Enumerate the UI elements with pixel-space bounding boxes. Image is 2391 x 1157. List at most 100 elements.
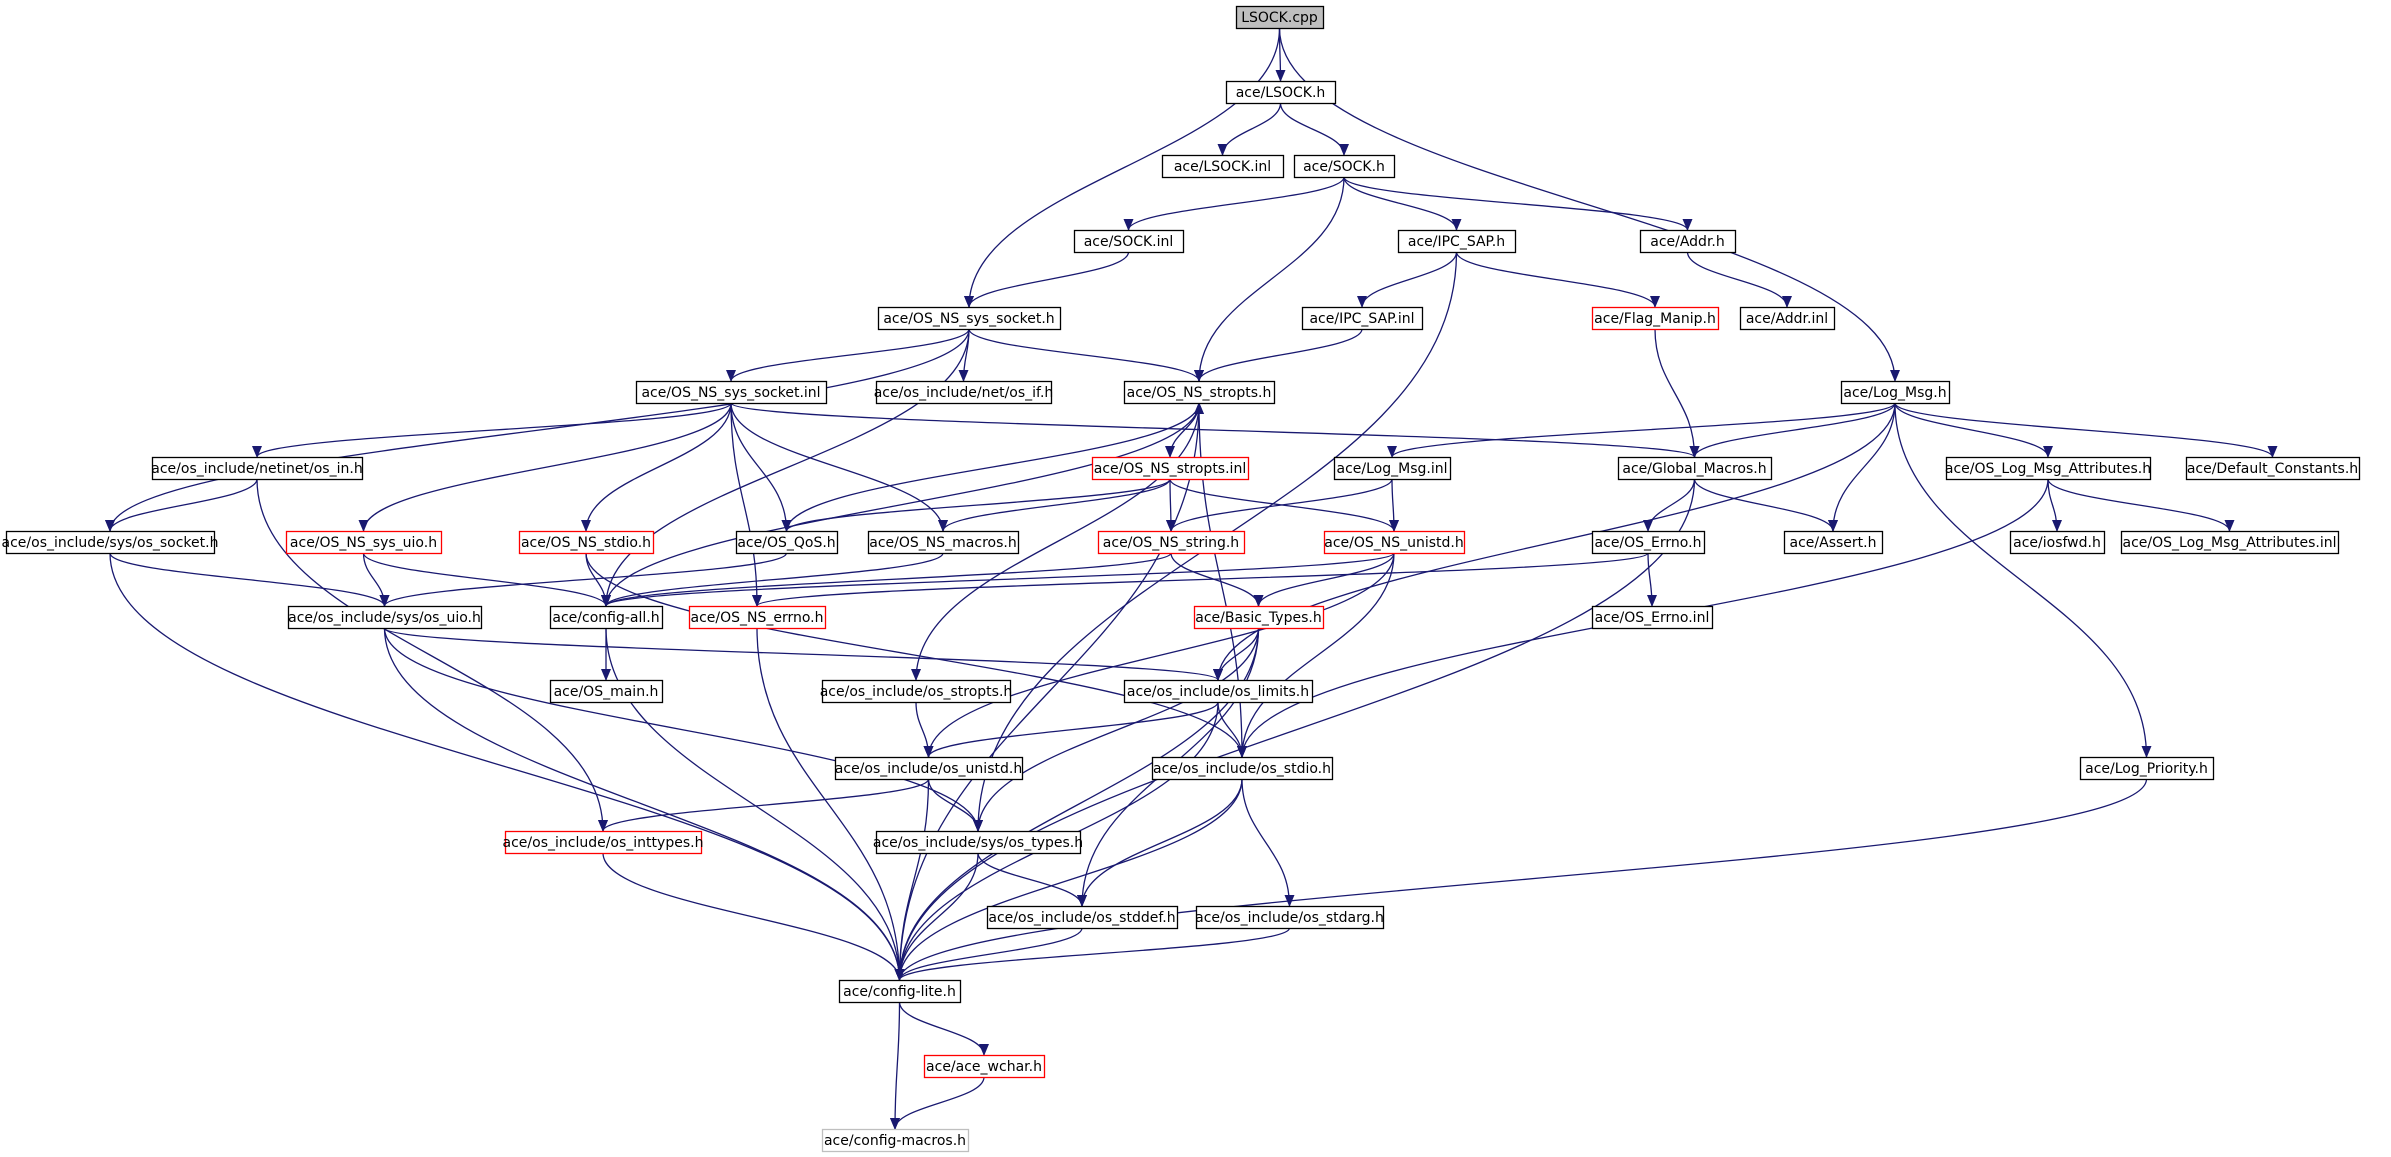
node-flag_manip_h[interactable]: ace/Flag_Manip.h <box>1591 306 1720 331</box>
node-basic_types_h[interactable]: ace/Basic_Types.h <box>1193 605 1325 630</box>
node-label: ace/os_include/os_unistd.h <box>835 761 1022 777</box>
edge-sys_os_uio_h-to-config_lite_h <box>383 627 905 981</box>
node-log_msg_inl[interactable]: ace/Log_Msg.inl <box>1333 456 1452 481</box>
node-label: ace/OS_NS_stdio.h <box>521 535 651 551</box>
node-default_constants_h[interactable]: ace/Default_Constants.h <box>2185 456 2361 481</box>
edge-sys_os_socket_h-to-sys_os_uio_h <box>109 552 390 607</box>
node-label: ace/Assert.h <box>1790 535 1877 551</box>
node-net_os_if_h[interactable]: ace/os_include/net/os_if.h <box>874 380 1054 405</box>
edge-os_stropts_h-to-os_unistd_h <box>915 701 934 758</box>
node-box <box>285 530 443 555</box>
node-os_inttypes_h[interactable]: ace/os_include/os_inttypes.h <box>503 830 704 855</box>
node-config_lite_h[interactable]: ace/config-lite.h <box>838 979 962 1004</box>
node-addr_inl[interactable]: ace/Addr.inl <box>1739 306 1836 331</box>
edge-netinet_os_in_h-to-os_inttypes_h <box>256 478 608 832</box>
edge-config_all_h-to-os_ns_stropts_h <box>605 402 1204 607</box>
node-label: ace/os_include/sys/os_socket.h <box>2 535 219 551</box>
node-os_log_msg_attributes_h[interactable]: ace/OS_Log_Msg_Attributes.h <box>1945 456 2152 481</box>
node-config_macros_h[interactable]: ace/config-macros.h <box>821 1128 970 1153</box>
node-sys_os_types_h[interactable]: ace/os_include/sys/os_types.h <box>873 830 1083 855</box>
node-label: ace/OS_main.h <box>554 684 659 700</box>
node-box <box>875 830 1082 855</box>
node-sock_h[interactable]: ace/SOCK.h <box>1293 154 1396 179</box>
node-ipc_sap_h[interactable]: ace/IPC_SAP.h <box>1397 229 1517 254</box>
node-label: ace/Log_Priority.h <box>2085 761 2208 777</box>
node-label: ace/OS_NS_macros.h <box>869 535 1016 551</box>
node-ipc_sap_inl[interactable]: ace/IPC_SAP.inl <box>1301 306 1424 331</box>
node-addr_h[interactable]: ace/Addr.h <box>1639 229 1737 254</box>
node-os_ns_unistd_h[interactable]: ace/OS_NS_unistd.h <box>1323 530 1466 555</box>
node-sys_os_uio_h[interactable]: ace/os_include/sys/os_uio.h <box>287 605 483 630</box>
node-os_stdarg_h[interactable]: ace/os_include/os_stdarg.h <box>1195 905 1385 930</box>
node-os_ns_stdio_h[interactable]: ace/OS_NS_stdio.h <box>518 530 655 555</box>
node-os_errno_h[interactable]: ace/OS_Errno.h <box>1591 530 1706 555</box>
node-label: ace/OS_NS_sys_socket.h <box>883 311 1054 327</box>
node-sock_inl[interactable]: ace/SOCK.inl <box>1073 229 1185 254</box>
node-os_ns_stropts_inl[interactable]: ace/OS_NS_stropts.inl <box>1091 456 1250 481</box>
edge-os_ns_unistd_h-to-os_stdio_h <box>1237 552 1395 758</box>
edge-os_ns_sys_socket_h-to-os_ns_stropts_h <box>968 328 1204 382</box>
node-os_stddef_h[interactable]: ace/os_include/os_stddef.h <box>986 905 1179 930</box>
edge-os_stdarg_h-to-config_lite_h <box>894 927 1291 981</box>
node-os_main_h[interactable]: ace/OS_main.h <box>549 679 664 704</box>
node-box <box>821 679 1012 704</box>
node-sys_os_socket_h[interactable]: ace/os_include/sys/os_socket.h <box>2 530 219 555</box>
node-netinet_os_in_h[interactable]: ace/os_include/netinet/os_in.h <box>151 456 364 481</box>
node-box <box>2185 456 2361 481</box>
node-box <box>923 1054 1046 1079</box>
node-label: ace/IPC_SAP.h <box>1408 234 1505 250</box>
node-os_limits_h[interactable]: ace/os_include/os_limits.h <box>1123 679 1314 704</box>
node-box <box>834 756 1024 781</box>
node-box <box>1591 306 1720 331</box>
node-os_errno_inl[interactable]: ace/OS_Errno.inl <box>1591 605 1714 630</box>
edge-ace_wchar_h-to-config_macros_h <box>890 1076 985 1130</box>
node-log_priority_h[interactable]: ace/Log_Priority.h <box>2079 756 2215 781</box>
node-label: ace/OS_NS_sys_socket.inl <box>641 385 820 401</box>
node-box <box>1073 229 1185 254</box>
node-global_macros_h[interactable]: ace/Global_Macros.h <box>1617 456 1773 481</box>
node-label: ace/Addr.inl <box>1746 311 1828 327</box>
node-label: ace/Log_Msg.h <box>1843 385 1946 401</box>
edge-log_msg_inl-to-os_ns_string_h <box>1166 478 1393 532</box>
node-config_all_h[interactable]: ace/config-all.h <box>549 605 664 630</box>
node-box <box>1091 456 1250 481</box>
node-os_ns_macros_h[interactable]: ace/OS_NS_macros.h <box>867 530 1020 555</box>
node-os_ns_string_h[interactable]: ace/OS_NS_string.h <box>1097 530 1246 555</box>
node-assert_h[interactable]: ace/Assert.h <box>1783 530 1884 555</box>
edge-lsock_h-to-sock_h <box>1279 102 1349 156</box>
edge-lsock_cpp-to-os_ns_sys_socket_h <box>964 27 1281 308</box>
edge-os_qos_h-to-os_ns_stropts_h <box>785 402 1204 532</box>
node-box <box>1123 679 1314 704</box>
edge-log_priority_h-to-config_lite_h <box>894 778 2148 981</box>
node-label: ace/OS_NS_sys_uio.h <box>290 535 437 551</box>
node-box <box>1617 456 1773 481</box>
node-os_unistd_h[interactable]: ace/os_include/os_unistd.h <box>834 756 1024 781</box>
node-box <box>1235 5 1325 30</box>
node-os_log_msg_attributes_inl[interactable]: ace/OS_Log_Msg_Attributes.inl <box>2120 530 2340 555</box>
node-os_ns_sys_socket_inl[interactable]: ace/OS_NS_sys_socket.inl <box>635 380 828 405</box>
node-log_msg_h[interactable]: ace/Log_Msg.h <box>1840 380 1951 405</box>
node-os_ns_sys_uio_h[interactable]: ace/OS_NS_sys_uio.h <box>285 530 443 555</box>
node-os_stropts_h[interactable]: ace/os_include/os_stropts.h <box>820 679 1013 704</box>
node-box <box>877 306 1062 331</box>
node-lsock_inl[interactable]: ace/LSOCK.inl <box>1161 154 1285 179</box>
edge-os_ns_errno_h-to-config_lite_h <box>756 627 905 981</box>
node-label: ace/Addr.h <box>1650 234 1725 250</box>
node-os_ns_errno_h[interactable]: ace/OS_NS_errno.h <box>688 605 827 630</box>
node-box <box>1097 530 1246 555</box>
node-os_ns_sys_socket_h[interactable]: ace/OS_NS_sys_socket.h <box>877 306 1062 331</box>
node-box <box>287 605 483 630</box>
node-box <box>821 1128 970 1153</box>
node-lsock_h[interactable]: ace/LSOCK.h <box>1225 80 1337 105</box>
node-box <box>1945 456 2152 481</box>
node-box <box>5 530 216 555</box>
node-ace_wchar_h[interactable]: ace/ace_wchar.h <box>923 1054 1046 1079</box>
edge-ipc_sap_inl-to-os_ns_stropts_h <box>1194 328 1363 382</box>
node-label: ace/LSOCK.h <box>1236 85 1326 101</box>
node-label: ace/os_include/os_inttypes.h <box>503 835 704 851</box>
node-label: ace/LSOCK.inl <box>1174 159 1271 175</box>
node-iosfwd_h[interactable]: ace/iosfwd.h <box>2009 530 2106 555</box>
node-os_stdio_h[interactable]: ace/os_include/os_stdio.h <box>1151 756 1334 781</box>
node-os_qos_h[interactable]: ace/OS_QoS.h <box>735 530 839 555</box>
node-os_ns_stropts_h[interactable]: ace/OS_NS_stropts.h <box>1123 380 1276 405</box>
